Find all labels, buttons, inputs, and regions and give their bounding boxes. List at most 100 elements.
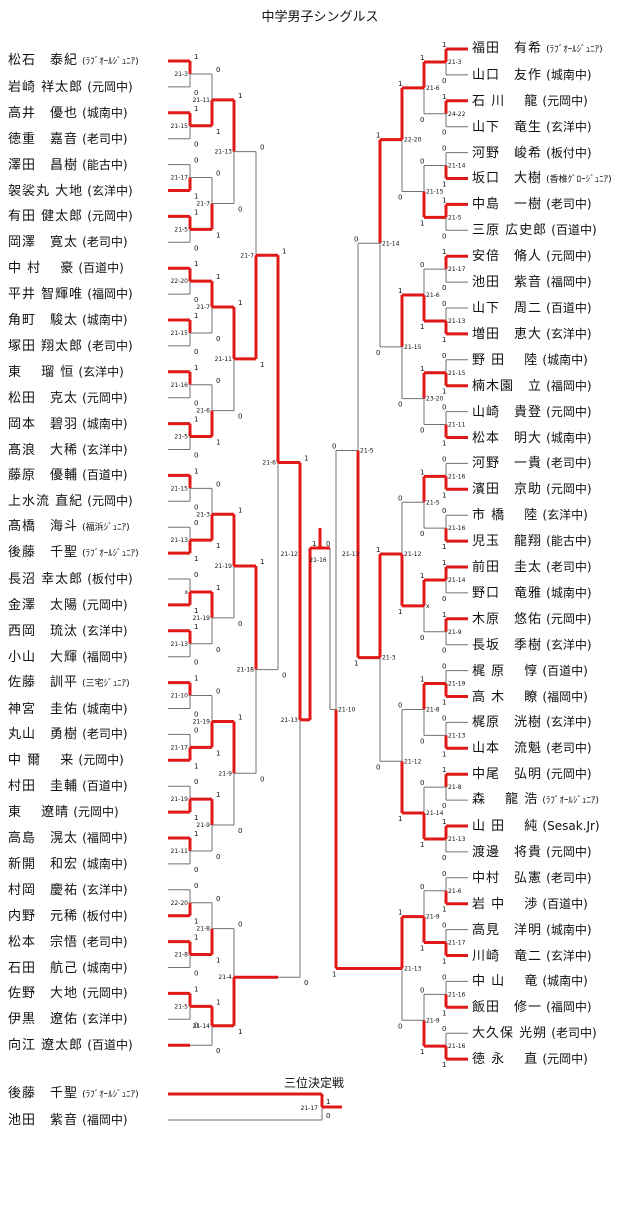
left-player-28: 村田 圭輔 (百道中) — [8, 775, 128, 797]
left-match-score: 21-11 — [215, 356, 233, 363]
left-match-result: 1 — [216, 584, 220, 592]
left-match-score: 21-8 — [196, 926, 210, 933]
left-player-34: 松本 宗悟 (老司中) — [8, 931, 128, 953]
right-match-result: 1 — [398, 815, 402, 823]
team-name: (福岡中) — [82, 831, 128, 845]
right-match-result: 1 — [442, 1009, 446, 1017]
left-player-15: 髙浪 大稀 (玄洋中) — [8, 439, 128, 461]
left-player-33: 内野 元稀 (板付中) — [8, 905, 128, 927]
right-match-result: 1 — [442, 699, 446, 707]
player-name: 村岡 慶祐 — [8, 882, 79, 898]
team-name: (玄洋中) — [546, 326, 592, 341]
left-match-result: 1 — [194, 762, 198, 770]
right-match-result: 1 — [398, 287, 402, 295]
left-player-19: 後藤 千聖 (ﾗﾌﾞｵｰﾙｼﾞｭﾆｱ) — [8, 542, 139, 564]
left-match-result: 0 — [216, 895, 220, 903]
left-match-score: 21-4 — [218, 974, 232, 981]
right-match-result: 1 — [420, 1048, 424, 1056]
team-name: (板付中) — [82, 908, 128, 923]
player-name: 岩崎 祥太郎 — [8, 79, 84, 95]
left-match-result: 1 — [194, 260, 198, 268]
right-player-11: 増田 恵大 (玄洋中) — [472, 323, 592, 345]
right-match-result: 0 — [442, 973, 446, 981]
right-match-result: 1 — [442, 559, 446, 567]
player-name: 松本 明大 — [472, 430, 543, 446]
right-match-result: 1 — [442, 818, 446, 826]
left-player-18: 髙橋 海斗 (福浜ｼﾞｭﾆｱ) — [8, 516, 130, 538]
player-name: 金澤 太陽 — [8, 597, 79, 613]
right-match-result: 0 — [442, 145, 446, 153]
left-match-result: 0 — [194, 296, 198, 304]
right-match-result: 0 — [420, 634, 424, 642]
left-match-score: 21-3 — [174, 71, 188, 78]
player-name: 中 爾 来 — [8, 753, 75, 769]
left-match-result: 1 — [194, 675, 198, 683]
right-match-score: 21-17 — [448, 266, 466, 273]
left-match-score: 22-20 — [171, 278, 189, 285]
right-player-0: 福田 有希 (ﾗﾌﾞｵｰﾙｼﾞｭﾆｱ) — [472, 38, 603, 60]
team-name: (元岡中) — [546, 404, 592, 419]
team-name: (玄洋中) — [546, 715, 592, 730]
left-match-score: 21-9 — [196, 822, 210, 829]
team-name: (城南中) — [82, 416, 128, 431]
right-match-result: 0 — [442, 284, 446, 292]
team-name: (老司中) — [546, 560, 592, 574]
team-name: (板付中) — [87, 572, 133, 586]
team-name: (玄洋中) — [546, 637, 592, 652]
player-name: 三原 広史郎 — [472, 223, 548, 239]
left-match-result: 0 — [194, 141, 198, 149]
team-name: (ﾗﾌﾞｵｰﾙｼﾞｭﾆｱ) — [82, 1090, 139, 1100]
left-player-37: 伊黒 遼佑 (玄洋中) — [8, 1008, 128, 1030]
player-name: 中 村 豪 — [8, 261, 75, 277]
left-match-result: 0 — [216, 688, 220, 696]
right-match-score: 21-9 — [426, 914, 440, 921]
left-match-result: 0 — [194, 400, 198, 408]
left-match-result: 0 — [238, 413, 242, 421]
left-match-result: 1 — [194, 607, 198, 615]
player-name: 川崎 竜二 — [472, 948, 543, 964]
left-match-result: 1 — [194, 830, 198, 838]
left-match-result: 1 — [216, 273, 220, 281]
right-match-result: 1 — [420, 841, 424, 849]
player-name: 徳 永 直 — [472, 1052, 539, 1068]
player-name: 市 橋 陸 — [472, 508, 539, 524]
left-player-12: 東 瑠 恒 (玄洋中) — [8, 361, 124, 383]
right-match-result: 0 — [442, 77, 446, 85]
team-name: (百道中) — [78, 261, 124, 276]
left-player-13: 松田 克太 (元岡中) — [8, 387, 128, 409]
left-match-result: 1 — [260, 361, 264, 369]
left-match-score: 21-15 — [171, 485, 189, 492]
left-match-score: 21-19 — [193, 718, 211, 725]
player-name: 中尾 弘明 — [472, 767, 543, 783]
right-match-result: 1 — [420, 54, 424, 62]
left-player-23: 小山 大輝 (福岡中) — [8, 646, 128, 668]
team-name: (城南中) — [542, 974, 588, 989]
left-match-result: 1 — [238, 506, 242, 514]
team-name: (老司中) — [546, 197, 592, 212]
left-match-score: 21-13 — [171, 537, 189, 544]
team-name: (元岡中) — [542, 1052, 588, 1067]
team-name: (城南中) — [82, 313, 128, 327]
right-match-score: 21-16 — [448, 525, 466, 532]
left-match-score: 21-11 — [193, 97, 211, 104]
right-match-result: 1 — [442, 181, 446, 189]
right-match-score: 21-13 — [448, 732, 466, 739]
player-name: 飯田 修一 — [472, 1000, 543, 1016]
team-name: (Sesak.Jr) — [542, 819, 600, 833]
right-match-result: 0 — [442, 802, 446, 810]
right-match-score: 21-12 — [404, 758, 422, 765]
right-match-score: 21-19 — [448, 681, 466, 688]
team-name: (福岡中) — [542, 689, 588, 704]
right-player-17: 濱田 京助 (元岡中) — [472, 478, 592, 500]
right-player-38: 大久保 光朔 (老司中) — [472, 1022, 597, 1044]
left-match-result: 0 — [238, 205, 242, 213]
left-match-result: 0 — [194, 778, 198, 786]
player-name: 長坂 季樹 — [472, 637, 543, 653]
right-match-result: 1 — [442, 440, 446, 448]
left-match-result: 0 — [194, 726, 198, 734]
right-player-34: 高見 洋明 (城南中) — [472, 919, 592, 941]
team-name: (三宅ｼﾞｭﾆｱ) — [82, 678, 130, 689]
right-match-score: 21-15 — [404, 344, 422, 351]
left-match-result: 1 — [216, 791, 220, 799]
left-player-5: 袈裟丸 大地 (玄洋中) — [8, 180, 133, 202]
